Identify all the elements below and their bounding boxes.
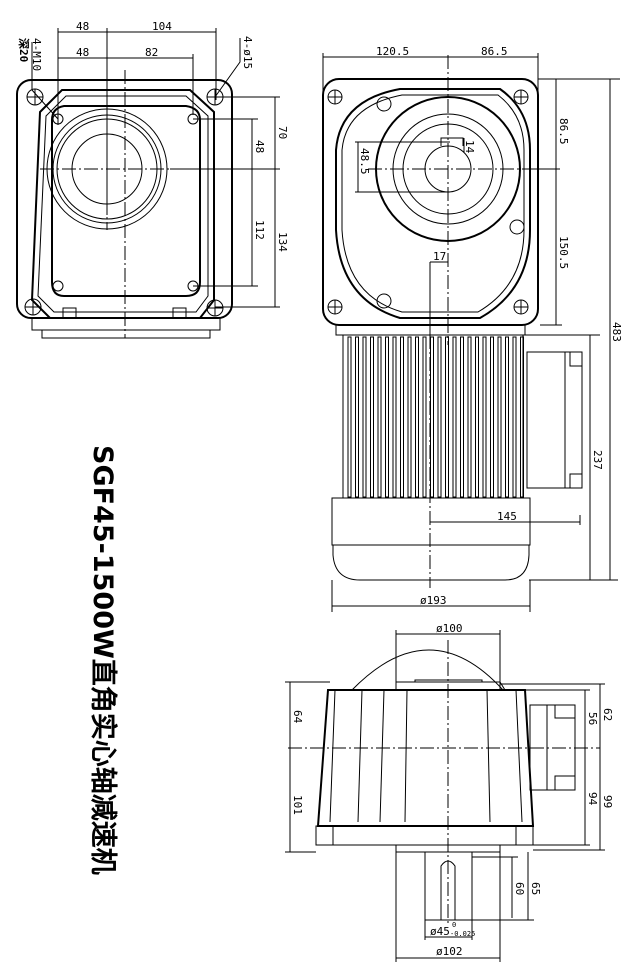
- dim-60: 60: [513, 882, 526, 895]
- cooling-fin: [437, 336, 442, 498]
- cooling-fin: [407, 336, 412, 498]
- cooling-fin: [392, 336, 397, 498]
- dim-99: 99: [601, 795, 614, 808]
- cooling-fin: [460, 336, 464, 498]
- cooling-fin: [482, 336, 487, 498]
- dim-120-5: 120.5: [376, 45, 409, 58]
- cooling-fin: [362, 336, 367, 498]
- cooling-fin: [497, 336, 502, 498]
- cooling-fin: [347, 336, 352, 498]
- dim-82: 82: [145, 46, 158, 59]
- cooling-fin: [490, 336, 494, 498]
- cooling-fin: [415, 336, 419, 498]
- cooling-fin: [370, 336, 374, 498]
- side-view: 120.5 86.5 86.5 150.5 48.5 14 17 483 237…: [322, 45, 623, 612]
- cooling-fin: [505, 336, 509, 498]
- cooling-fin: [422, 336, 427, 498]
- dim-134: 134: [276, 232, 289, 252]
- cooling-fin: [475, 336, 479, 498]
- dim-70: 70: [276, 126, 289, 139]
- cooling-fin: [430, 336, 434, 498]
- dim-48-inner: 48: [76, 46, 89, 59]
- cooling-fin: [385, 336, 389, 498]
- dim-94: 94: [586, 792, 599, 806]
- cooling-fin: [512, 336, 517, 498]
- dim-150-5: 150.5: [557, 236, 570, 269]
- cooling-fin: [467, 336, 472, 498]
- dim-86-5-v: 86.5: [557, 118, 570, 145]
- cooling-fins: [347, 336, 524, 498]
- dim-483: 483: [610, 322, 623, 342]
- tol-lower: -0.025: [450, 930, 475, 938]
- dim-48-top: 48: [76, 20, 89, 33]
- dim-65: 65: [529, 882, 542, 895]
- cooling-fin: [445, 336, 449, 498]
- dim-d102: ø102: [436, 945, 463, 958]
- cooling-fin: [520, 336, 524, 498]
- dim-d193: ø193: [420, 594, 447, 607]
- cooling-fin: [355, 336, 359, 498]
- label-4-d15: 4-ø15: [241, 36, 254, 69]
- dim-112: 112: [253, 220, 266, 240]
- dim-14: 14: [463, 140, 476, 154]
- dim-d100: ø100: [436, 622, 463, 635]
- cooling-fin: [400, 336, 404, 498]
- dim-145: 145: [497, 510, 517, 523]
- dim-62: 62: [601, 708, 614, 721]
- cooling-fin: [452, 336, 457, 498]
- dim-101: 101: [291, 795, 304, 815]
- label-4-m10: 4-M10: [30, 38, 43, 71]
- cooling-fin: [377, 336, 382, 498]
- dim-104: 104: [152, 20, 172, 33]
- dim-17: 17: [433, 250, 446, 263]
- dim-56: 56: [586, 712, 599, 725]
- mount-holes: [24, 88, 224, 317]
- dim-64: 64: [291, 710, 304, 724]
- dim-48-vert: 48: [253, 140, 266, 153]
- dim-86-5-h: 86.5: [481, 45, 508, 58]
- side-mount-holes: [327, 89, 529, 315]
- label-depth: 深20: [17, 38, 31, 62]
- bottom-view: ø100 64 101 62 56 94 99 60 65 ø45 0 -0.0…: [285, 622, 614, 962]
- tol-upper: 0: [452, 921, 456, 929]
- dim-d45: ø45: [430, 925, 450, 938]
- dim-48-5: 48.5: [358, 148, 371, 175]
- dim-237: 237: [591, 450, 604, 470]
- front-view: 48 104 48 82 70 48 112 134 4-M10 深20 4-ø…: [16, 20, 289, 339]
